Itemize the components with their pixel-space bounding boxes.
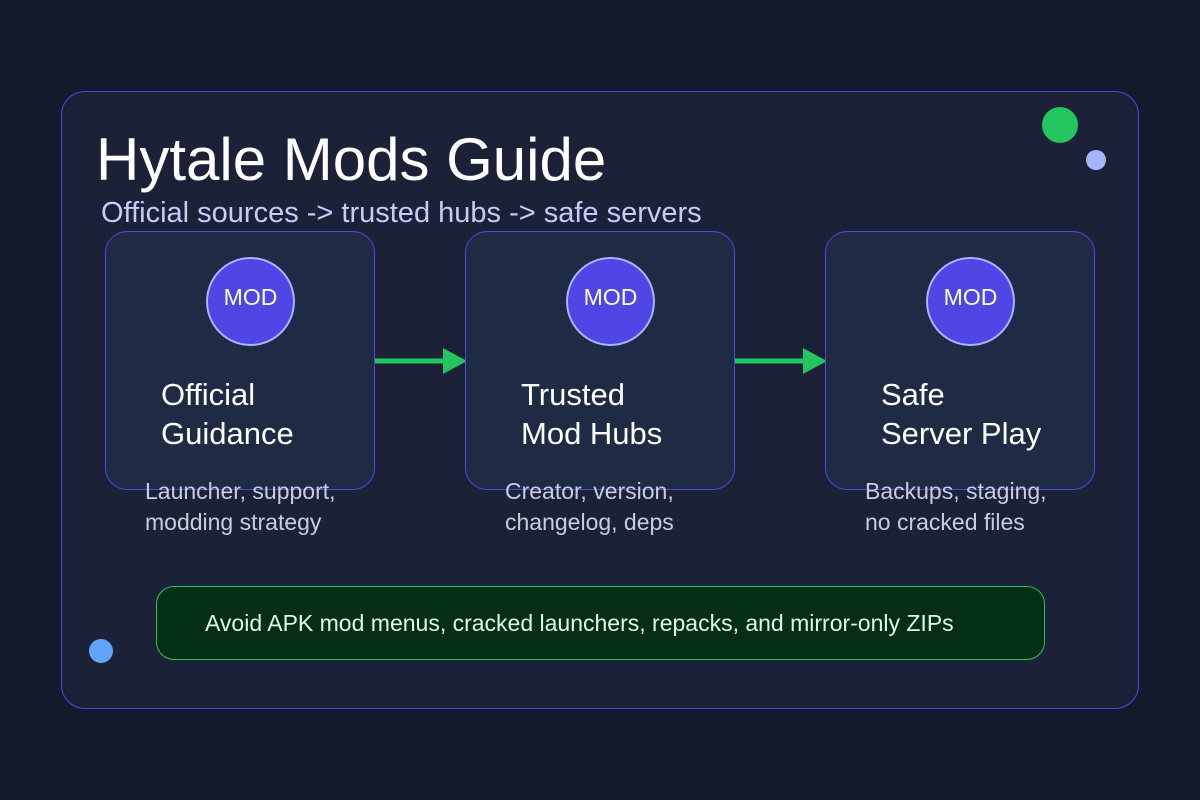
mod-badge-icon: MOD — [926, 257, 1015, 346]
step-title-line2: Mod Hubs — [521, 416, 663, 451]
decorative-blue-dot — [89, 639, 113, 663]
step-description: Launcher, support, modding strategy — [145, 476, 336, 538]
step-desc-line2: modding strategy — [145, 509, 322, 535]
step-trusted-mod-hubs: MOD Trusted Mod Hubs — [465, 231, 735, 490]
step-description: Creator, version, changelog, deps — [505, 476, 674, 538]
step-desc-line1: Creator, version, — [505, 478, 674, 504]
mod-badge-icon: MOD — [566, 257, 655, 346]
step-desc-line2: no cracked files — [865, 509, 1025, 535]
step-title: Safe Server Play — [881, 375, 1041, 453]
step-desc-line1: Backups, staging, — [865, 478, 1047, 504]
page-subtitle: Official sources -> trusted hubs -> safe… — [101, 197, 702, 229]
flow-arrow-icon — [375, 348, 467, 374]
step-official-guidance: MOD Official Guidance — [105, 231, 375, 490]
step-title-line2: Guidance — [161, 416, 294, 451]
step-title-line2: Server Play — [881, 416, 1042, 451]
flow-arrow-icon — [735, 348, 827, 374]
step-title-line1: Trusted — [521, 377, 625, 412]
step-title: Trusted Mod Hubs — [521, 375, 662, 453]
step-safe-server-play: MOD Safe Server Play — [825, 231, 1095, 490]
warning-banner: Avoid APK mod menus, cracked launchers, … — [156, 586, 1045, 660]
step-title-line1: Safe — [881, 377, 945, 412]
mod-badge-icon: MOD — [206, 257, 295, 346]
page-title: Hytale Mods Guide — [96, 126, 607, 193]
decorative-green-dot — [1042, 107, 1078, 143]
decorative-lavender-dot — [1086, 150, 1106, 170]
step-desc-line2: changelog, deps — [505, 509, 674, 535]
warning-text: Avoid APK mod menus, cracked launchers, … — [205, 610, 954, 636]
step-title: Official Guidance — [161, 375, 294, 453]
step-desc-line1: Launcher, support, — [145, 478, 336, 504]
step-description: Backups, staging, no cracked files — [865, 476, 1047, 538]
step-title-line1: Official — [161, 377, 256, 412]
